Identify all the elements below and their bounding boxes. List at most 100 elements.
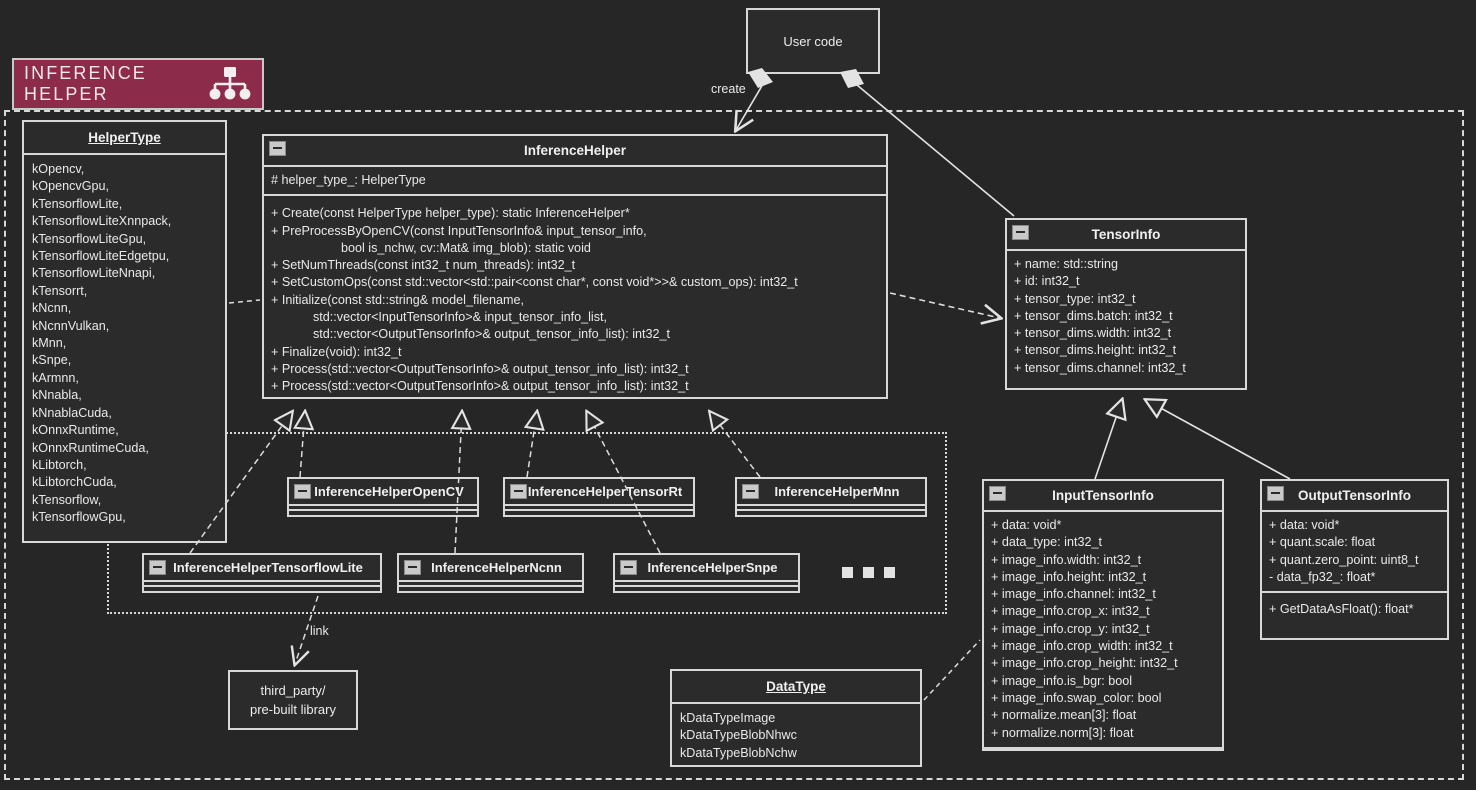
method-row: + Finalize(void): int32_t — [271, 344, 402, 359]
enum-value: kOpencv, — [32, 162, 85, 176]
class-name: InferenceHelperOpenCV — [314, 484, 464, 499]
attribute-row: + normalize.norm[3]: float — [991, 725, 1134, 740]
input-tensor-info-methods — [984, 749, 1222, 771]
method-row: + SetNumThreads(const int32_t num_thread… — [271, 258, 576, 273]
input-tensor-info-title: InputTensorInfo — [984, 481, 1222, 512]
link-edge-label: link — [310, 624, 329, 638]
helper-type-values: kOpencv, kOpencvGpu, kTensorflowLite, kT… — [24, 155, 225, 533]
method-row: + Process(std::vector<OutputTensorInfo>&… — [271, 379, 689, 394]
attribute-row: + image_info.crop_y: int32_t — [991, 621, 1150, 636]
third-party-box[interactable]: third_party/ pre-built library — [228, 670, 358, 730]
attribute-row: + image_info.swap_color: bool — [991, 690, 1162, 705]
inference-helper-tensorflowlite-class[interactable]: InferenceHelperTensorflowLite — [142, 553, 382, 593]
inference-helper-opencv-class[interactable]: InferenceHelperOpenCV — [287, 477, 479, 517]
enum-value: kDataTypeImage — [680, 711, 776, 725]
class-header: InferenceHelperOpenCV — [289, 479, 477, 506]
collapse-icon[interactable] — [620, 560, 637, 575]
attribute-row: # helper_type_: HelperType — [271, 173, 426, 187]
collapse-icon[interactable] — [149, 560, 166, 575]
inference-helper-logo: INFERENCE HELPER — [12, 58, 264, 110]
empty-attributes-section — [505, 506, 693, 511]
method-row: + Initialize(const std::string& model_fi… — [271, 292, 525, 307]
enum-value: kNnabla, — [32, 388, 82, 403]
inference-helper-methods: + Create(const HelperType helper_type): … — [264, 196, 886, 400]
enum-value: kArmnn, — [32, 370, 79, 385]
enum-value: kDataTypeBlobNhwc — [680, 728, 797, 743]
attribute-row: + image_info.channel: int32_t — [991, 587, 1156, 602]
class-header: InferenceHelperTensorflowLite — [144, 555, 380, 582]
enum-value: kOnnxRuntimeCuda, — [32, 440, 149, 455]
empty-attributes-section — [399, 582, 582, 587]
enum-value: kOnnxRuntime, — [32, 423, 119, 438]
class-header: InferenceHelperMnn — [737, 479, 925, 506]
method-row: + SetCustomOps(const std::vector<std::pa… — [271, 275, 798, 290]
create-edge-label: create — [711, 82, 746, 96]
inference-helper-mnn-class[interactable]: InferenceHelperMnn — [735, 477, 927, 517]
class-name: InferenceHelper — [523, 143, 627, 158]
empty-attributes-section — [289, 506, 477, 511]
enum-value: kTensorflowLiteXnnpack, — [32, 214, 172, 229]
enum-value: kTensorflow, — [32, 492, 102, 507]
output-tensor-info-title: OutputTensorInfo — [1262, 481, 1447, 512]
data-type-enum[interactable]: DataType kDataTypeImage kDataTypeBlobNhw… — [670, 669, 922, 767]
attribute-row: - data_fp32_: float* — [1269, 569, 1376, 584]
collapse-icon[interactable] — [294, 484, 311, 499]
collapse-icon[interactable] — [742, 484, 759, 499]
input-tensor-info-attributes: + data: void* + data_type: int32_t + ima… — [984, 512, 1222, 749]
attribute-row: + tensor_dims.width: int32_t — [1014, 326, 1172, 341]
class-name: InputTensorInfo — [1052, 488, 1154, 503]
attribute-row: + image_info.crop_height: int32_t — [991, 656, 1178, 671]
attribute-row: + tensor_type: int32_t — [1014, 291, 1136, 306]
empty-attributes-section — [737, 506, 925, 511]
enum-value: kNcnn, — [32, 301, 72, 316]
attribute-row: + tensor_dims.height: int32_t — [1014, 343, 1177, 358]
collapse-icon[interactable] — [404, 560, 421, 575]
inference-helper-title: InferenceHelper — [264, 136, 886, 167]
attribute-row: + quant.zero_point: uint8_t — [1269, 552, 1419, 567]
output-tensor-info-attributes: + data: void* + quant.scale: float + qua… — [1262, 512, 1447, 594]
attribute-row: + data: void* — [1269, 518, 1340, 532]
enum-value: kNnablaCuda, — [32, 405, 112, 420]
collapse-icon[interactable] — [989, 486, 1006, 501]
enum-value: kTensorflowLiteEdgetpu, — [32, 249, 170, 264]
collapse-icon[interactable] — [1012, 225, 1029, 240]
collapse-icon[interactable] — [1267, 486, 1284, 501]
user-code-box[interactable]: User code — [746, 8, 880, 74]
method-row: std::vector<OutputTensorInfo>& output_te… — [271, 327, 671, 342]
user-code-label: User code — [783, 33, 843, 49]
data-type-title: DataType — [672, 671, 920, 704]
class-header: InferenceHelperNcnn — [399, 555, 582, 582]
output-tensor-info-class[interactable]: OutputTensorInfo + data: void* + quant.s… — [1260, 479, 1449, 640]
enum-value: kTensorflowLiteNnapi, — [32, 266, 156, 281]
inference-helper-snpe-class[interactable]: InferenceHelperSnpe — [613, 553, 800, 593]
inference-helper-ncnn-class[interactable]: InferenceHelperNcnn — [397, 553, 584, 593]
class-name: InferenceHelperTensorRt — [527, 484, 683, 499]
method-row: + PreProcessByOpenCV(const InputTensorIn… — [271, 223, 647, 238]
input-tensor-info-class[interactable]: InputTensorInfo + data: void* + data_typ… — [982, 479, 1224, 751]
enum-value: kNcnnVulkan, — [32, 318, 110, 333]
enum-value: kSnpe, — [32, 353, 72, 368]
inference-helper-tensorrt-class[interactable]: InferenceHelperTensorRt — [503, 477, 695, 517]
attribute-row: + image_info.is_bgr: bool — [991, 673, 1133, 688]
method-row: bool is_nchw, cv::Mat& img_blob): static… — [271, 240, 591, 255]
attribute-row: + image_info.height: int32_t — [991, 569, 1147, 584]
tensor-info-class[interactable]: TensorInfo + name: std::string + id: int… — [1005, 218, 1247, 390]
class-name: TensorInfo — [1091, 227, 1161, 242]
collapse-icon[interactable] — [269, 141, 286, 156]
class-name: InferenceHelperTensorflowLite — [173, 560, 363, 575]
empty-attributes-section — [615, 582, 798, 587]
class-name: OutputTensorInfo — [1298, 488, 1411, 503]
attribute-row: + quant.scale: float — [1269, 535, 1376, 550]
inference-helper-class[interactable]: InferenceHelper # helper_type_: HelperTy… — [262, 134, 888, 399]
enum-value: kTensorflowGpu, — [32, 510, 126, 525]
helper-type-enum[interactable]: HelperType kOpencv, kOpencvGpu, kTensorf… — [22, 120, 227, 543]
class-name: InferenceHelperMnn — [774, 484, 900, 499]
collapse-icon[interactable] — [510, 484, 527, 499]
enum-value: kLibtorchCuda, — [32, 475, 117, 490]
attribute-row: + image_info.width: int32_t — [991, 552, 1142, 567]
attribute-row: + data: void* — [991, 518, 1062, 532]
tensor-info-title: TensorInfo — [1007, 220, 1245, 251]
enum-value: kMnn, — [32, 336, 67, 351]
attribute-row: + image_info.crop_width: int32_t — [991, 639, 1173, 654]
attribute-row: + data_type: int32_t — [991, 535, 1102, 550]
